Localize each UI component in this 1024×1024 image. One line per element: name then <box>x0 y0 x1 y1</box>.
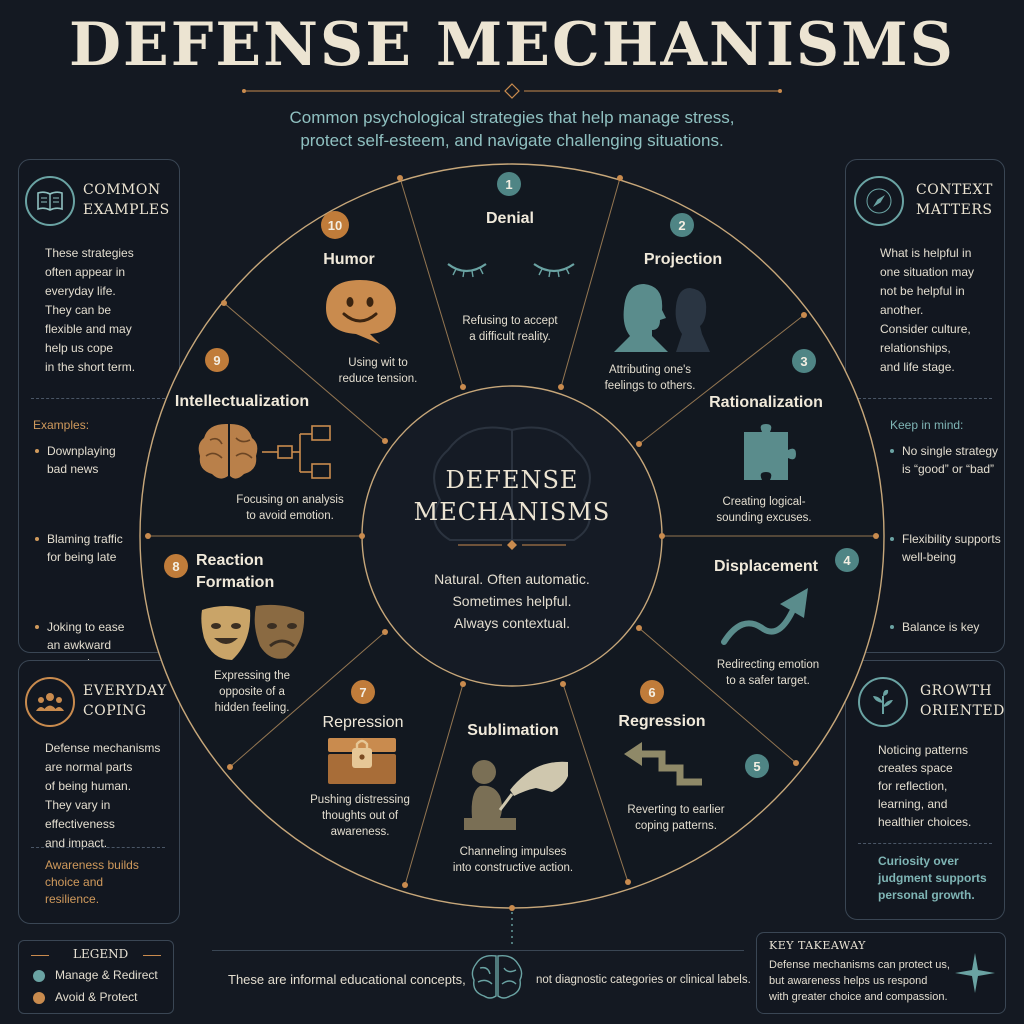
key-takeaway-text: Defense mechanisms can protect us, but a… <box>769 959 950 1003</box>
mechanism-projection: Projection <box>643 251 723 268</box>
locked-chest-icon <box>328 738 396 784</box>
divider <box>858 843 992 844</box>
footer-note-left: These are informal educational concepts, <box>228 972 466 987</box>
divider <box>31 847 165 848</box>
mechanism-reaction-formation: Reaction Formation <box>196 552 275 591</box>
two-heads-icon <box>614 284 710 352</box>
legend-title: LEGEND <box>73 947 129 961</box>
list-item: Blaming traffic for being late <box>35 530 195 566</box>
page-title: DEFENSE MECHANISMS <box>68 10 956 80</box>
divider <box>858 398 992 399</box>
everyday-coping-title: EVERYDAY COPING <box>83 683 167 719</box>
context-matters-text: What is helpful in one situation may not… <box>880 246 975 374</box>
group-icon <box>25 677 75 727</box>
badge-2: 2 <box>670 213 694 237</box>
badge-4: 4 <box>835 548 859 572</box>
everyday-coping-panel: EVERYDAY COPING Defense mechanisms are n… <box>18 660 180 924</box>
awareness-highlight: Awareness builds choice and resilience. <box>45 858 139 906</box>
list-item: Flexibility supports well-being <box>890 530 1024 566</box>
list-item: Downplaying bad news <box>35 442 195 478</box>
plant-icon <box>858 677 908 727</box>
badge-8: 8 <box>164 554 188 578</box>
displacement-description: Redirecting emotion to a safer target. <box>716 659 820 687</box>
badge-5: 5 <box>745 754 769 778</box>
legend: LEGEND Manage & Redirect Avoid & Protect <box>18 940 174 1014</box>
badge-7: 7 <box>351 680 375 704</box>
mechanism-rationalization: Rationalization <box>709 394 823 411</box>
context-matters-title: CONTEXT MATTERS <box>916 182 993 218</box>
badge-6: 6 <box>640 680 664 704</box>
keep-in-mind-label: Keep in mind: <box>890 418 964 432</box>
footer-divider <box>212 950 744 951</box>
puzzle-piece-icon <box>744 424 796 480</box>
divider <box>31 398 165 399</box>
sculpting-hands-icon <box>464 760 568 830</box>
examples-label: Examples: <box>33 418 90 432</box>
everyday-coping-text: Defense mechanisms are normal parts of b… <box>45 741 161 850</box>
regression-description: Reverting to earlier coping patterns. <box>627 804 725 832</box>
key-takeaway-title: KEY TAKEAWAY <box>769 939 866 952</box>
center-title: DEFENSE MECHANISMS <box>413 466 611 526</box>
reaction-formation-description: Expressing the opposite of a hidden feel… <box>213 670 291 714</box>
common-examples-text: These strategies often appear in everyda… <box>45 246 136 374</box>
intellectualization-description: Focusing on analysis to avoid emotion. <box>236 494 344 522</box>
title-divider <box>242 83 782 99</box>
brain-icon <box>471 954 523 999</box>
denial-description: Refusing to accept a difficult reality. <box>462 315 558 343</box>
legend-item-manage: Manage & Redirect <box>55 968 158 982</box>
badge-10: 10 <box>321 211 349 239</box>
compass-star-icon <box>955 953 995 993</box>
orange-swatch <box>33 992 45 1004</box>
teal-swatch <box>33 970 45 982</box>
common-examples-title: COMMON EXAMPLES <box>83 182 170 218</box>
brain-flowchart-icon <box>198 424 331 479</box>
mechanism-sublimation: Sublimation <box>467 722 559 739</box>
badge-9: 9 <box>205 348 229 372</box>
theater-masks-icon <box>201 604 305 660</box>
mechanism-intellectualization: Intellectualization <box>174 393 310 410</box>
rationalization-description: Creating logical- sounding excuses. <box>716 496 812 524</box>
book-icon <box>25 176 75 226</box>
step-down-arrow-icon <box>624 742 702 786</box>
center-divider <box>458 540 566 550</box>
mechanism-denial: Denial <box>485 210 534 227</box>
page-subtitle: Common psychological strategies that hel… <box>289 108 735 150</box>
compass-icon <box>854 176 904 226</box>
closed-eyes-icon <box>447 263 575 278</box>
list-item: Balance is key <box>890 618 1024 636</box>
key-takeaway-panel: KEY TAKEAWAY Defense mechanisms can prot… <box>756 932 1006 1014</box>
badge-3: 3 <box>792 349 816 373</box>
footer-note-right: not diagnostic categories or clinical la… <box>536 974 751 986</box>
projection-description: Attributing one's feelings to others. <box>604 364 696 392</box>
mechanism-regression: Regression <box>618 713 706 730</box>
repression-description: Pushing distressing thoughts out of awar… <box>310 794 410 838</box>
redirect-arrow-icon <box>721 588 808 645</box>
growth-oriented-title: GROWTH ORIENTED <box>920 683 1005 719</box>
growth-oriented-text: Noticing patterns creates space for refl… <box>878 743 972 829</box>
sublimation-description: Channeling impulses into constructive ac… <box>452 846 574 874</box>
mechanism-repression: Repression <box>322 714 404 731</box>
curiosity-highlight: Curiosity over judgment supports persona… <box>878 854 987 902</box>
mechanism-displacement: Displacement <box>713 558 819 575</box>
humor-description: Using wit to reduce tension. <box>338 357 418 385</box>
smile-bubble-icon <box>326 280 396 344</box>
legend-item-avoid: Avoid & Protect <box>55 990 138 1004</box>
growth-oriented-panel: GROWTH ORIENTED Noticing patterns create… <box>845 660 1005 920</box>
mechanism-humor: Humor <box>323 251 375 268</box>
center-text: Natural. Often automatic. Sometimes help… <box>434 571 590 631</box>
badge-1: 1 <box>497 172 521 196</box>
list-item: No single strategy is “good” or “bad” <box>890 442 1024 478</box>
